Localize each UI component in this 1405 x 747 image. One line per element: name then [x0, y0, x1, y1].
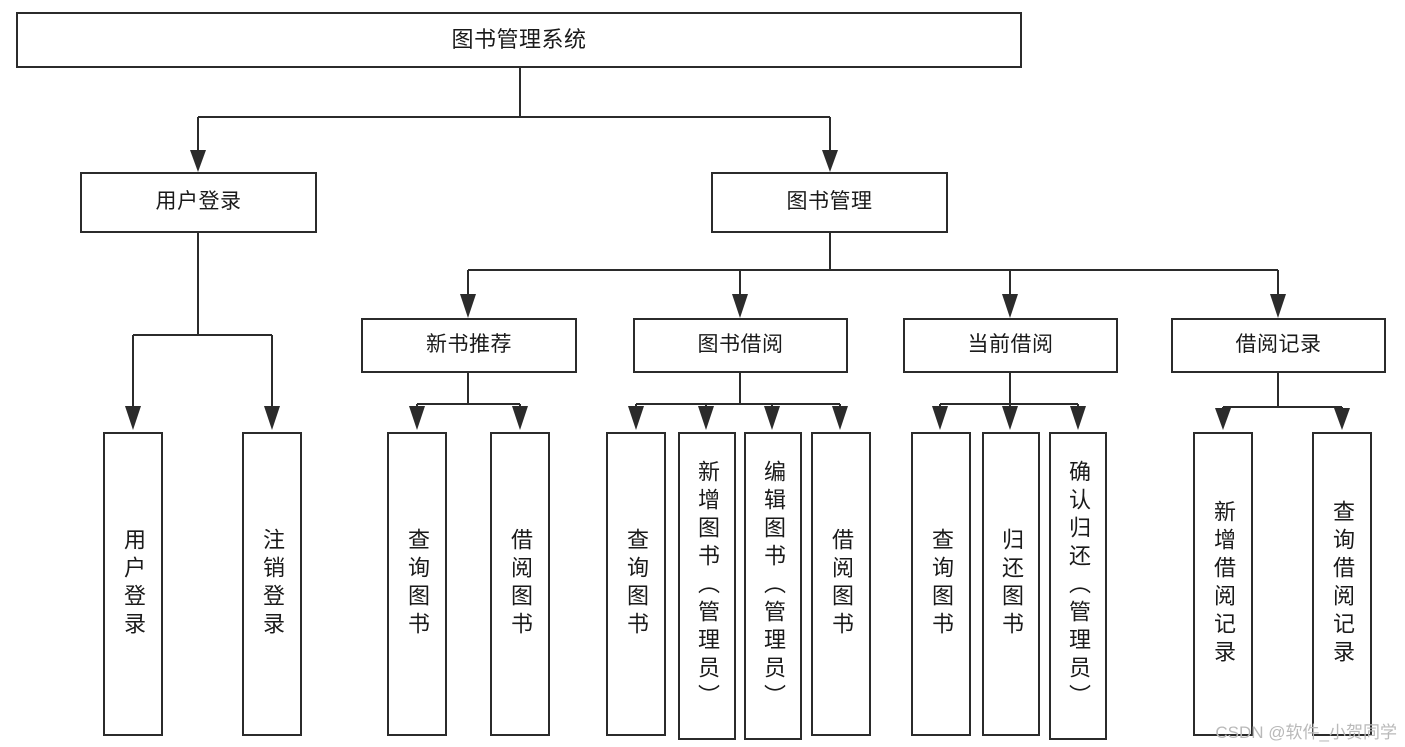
node-leaf-query-borrow-record[interactable]: 查询借阅记录	[1312, 432, 1372, 736]
node-label: 当前借阅	[967, 333, 1054, 357]
node-label: 编辑图书（管理员）	[761, 460, 786, 712]
node-current-borrowing[interactable]: 当前借阅	[903, 318, 1118, 373]
node-leaf-add-book-admin[interactable]: 新增图书（管理员）	[678, 432, 736, 740]
connector-bookborrow-to-leaves	[628, 373, 848, 430]
node-leaf-confirm-return-admin[interactable]: 确认归还（管理员）	[1049, 432, 1107, 740]
node-book-borrowing[interactable]: 图书借阅	[633, 318, 848, 373]
node-root-book-management-system[interactable]: 图书管理系统	[16, 12, 1022, 68]
node-leaf-add-borrow-record[interactable]: 新增借阅记录	[1193, 432, 1253, 736]
node-label: 查询图书	[624, 528, 649, 640]
node-leaf-logout[interactable]: 注销登录	[242, 432, 302, 736]
node-label: 图书管理系统	[451, 27, 587, 53]
node-label: 图书管理	[786, 190, 873, 214]
node-leaf-return-book[interactable]: 归还图书	[982, 432, 1040, 736]
node-label: 借阅记录	[1235, 333, 1322, 357]
connector-borrowrecord-to-leaves	[1215, 373, 1350, 430]
node-label: 注销登录	[260, 528, 285, 640]
node-leaf-query-book-recommend[interactable]: 查询图书	[387, 432, 447, 736]
csdn-watermark: CSDN @软件_小贺同学	[1215, 723, 1397, 742]
node-label: 用户登录	[121, 528, 146, 640]
node-new-book-recommendation[interactable]: 新书推荐	[361, 318, 577, 373]
node-user-login[interactable]: 用户登录	[80, 172, 317, 233]
node-label: 查询借阅记录	[1330, 500, 1355, 668]
node-leaf-query-book-current[interactable]: 查询图书	[911, 432, 971, 736]
node-leaf-borrow-book[interactable]: 借阅图书	[811, 432, 871, 736]
node-label: 查询图书	[929, 528, 954, 640]
node-label: 借阅图书	[508, 528, 533, 640]
node-label: 归还图书	[999, 528, 1024, 640]
node-label: 确认归还（管理员）	[1066, 460, 1091, 712]
node-label: 查询图书	[405, 528, 430, 640]
connector-userlogin-to-leaves	[125, 233, 280, 430]
node-label: 新增图书（管理员）	[695, 460, 720, 712]
node-label: 新书推荐	[426, 333, 512, 357]
node-leaf-edit-book-admin[interactable]: 编辑图书（管理员）	[744, 432, 802, 740]
node-leaf-borrow-book-recommend[interactable]: 借阅图书	[490, 432, 550, 736]
connector-newbook-to-leaves	[409, 373, 528, 430]
node-label: 图书借阅	[697, 333, 784, 357]
node-leaf-user-login[interactable]: 用户登录	[103, 432, 163, 736]
node-borrowing-record[interactable]: 借阅记录	[1171, 318, 1386, 373]
connector-root-to-level1	[190, 68, 838, 172]
connector-bookmanage-to-level2	[460, 233, 1286, 318]
node-label: 用户登录	[155, 190, 242, 214]
node-label: 新增借阅记录	[1211, 500, 1236, 668]
node-label: 借阅图书	[829, 528, 854, 640]
connector-currentborrow-to-leaves	[932, 373, 1086, 430]
node-book-management[interactable]: 图书管理	[711, 172, 948, 233]
node-leaf-query-book-borrow[interactable]: 查询图书	[606, 432, 666, 736]
